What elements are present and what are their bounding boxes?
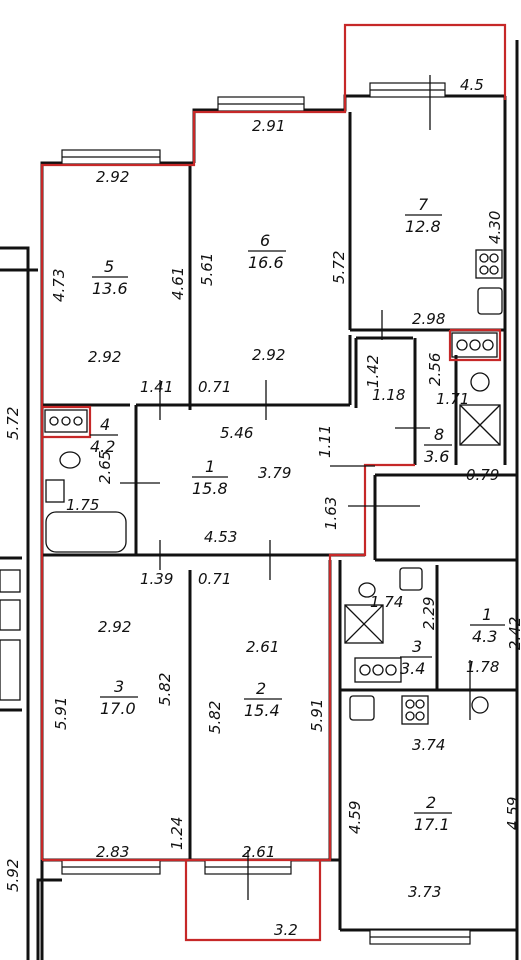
dim-label: 5.82	[206, 701, 224, 734]
room-1-label: 1 15.8	[192, 457, 228, 498]
windows	[61, 82, 471, 945]
room-area: 17.0	[100, 699, 136, 718]
room-number: 3	[412, 637, 422, 656]
dim-label: 0.79	[466, 466, 499, 484]
dim-label: 2.29	[420, 597, 438, 630]
room-area: 13.6	[92, 279, 128, 298]
dim-label: 2.56	[426, 353, 444, 386]
dim-label: 4.73	[50, 269, 68, 302]
room-number: 2	[426, 793, 436, 812]
dim-label: 5.91	[308, 699, 326, 732]
dim-label: 5.91	[52, 697, 70, 730]
dim-label: 3.74	[412, 736, 445, 754]
room-number: 5	[104, 257, 114, 276]
dim-label: 4.59	[346, 801, 364, 834]
dim-label: 2.92	[96, 168, 129, 186]
dim-label: 5.72	[4, 407, 22, 440]
room-number: 3	[114, 677, 124, 696]
room-area: 4.3	[472, 627, 497, 646]
room-area: 15.8	[192, 479, 228, 498]
dimension-ticks	[120, 75, 471, 900]
room-number: 2	[256, 679, 266, 698]
dim-label: 0.71	[198, 378, 231, 396]
neighbour-room-3-label: 3 3.4	[400, 637, 432, 678]
dim-label: 1.11	[316, 425, 334, 458]
dim-label: 2.65	[96, 451, 114, 484]
dim-label: 1.18	[372, 386, 405, 404]
room-number: 4	[100, 415, 110, 434]
room-area: 16.6	[248, 253, 284, 272]
dim-label: 2.83	[96, 843, 129, 861]
room-number: 6	[260, 231, 270, 250]
room-2-label: 2 15.4	[244, 679, 282, 720]
dim-label: 1.41	[140, 378, 173, 396]
room-6-label: 6 16.6	[248, 231, 286, 272]
dim-label: 5.92	[4, 859, 22, 892]
dim-label: 1.63	[322, 497, 340, 530]
room-number: 1	[482, 605, 492, 624]
room-area: 3.4	[400, 659, 425, 678]
dim-label: 2.92	[252, 346, 285, 364]
room-area: 12.8	[405, 217, 441, 236]
room-3-label: 3 17.0	[100, 677, 138, 718]
dim-label: 4.5	[460, 76, 484, 94]
room-number: 8	[434, 425, 444, 444]
dim-label: 1.78	[466, 658, 499, 676]
dim-label: 2.92	[98, 618, 131, 636]
dim-label: 4.61	[169, 267, 187, 300]
room-7-label: 7 12.8	[405, 195, 442, 236]
dim-label: 1.39	[140, 570, 173, 588]
dim-label: 5.46	[220, 424, 253, 442]
dim-label: 5.72	[330, 251, 348, 284]
dim-label: 2.61	[242, 843, 275, 861]
dim-label: 3.73	[408, 883, 441, 901]
dim-label: 4.30	[486, 211, 504, 244]
dim-label: 1.71	[436, 390, 469, 408]
room-area: 3.6	[424, 447, 449, 466]
dim-label: 3.2	[274, 921, 298, 939]
dim-label: 3.79	[258, 464, 291, 482]
room-5-label: 5 13.6	[92, 257, 128, 298]
neighbour-room-1-label: 1 4.3	[470, 605, 505, 646]
dim-label: 2.98	[412, 310, 445, 328]
dim-label: 1.42	[364, 355, 382, 388]
dim-label: 1.24	[168, 817, 186, 850]
apartment-boundary	[40, 23, 507, 942]
dim-label: 2.91	[252, 117, 285, 135]
dim-label: 1.75	[66, 496, 99, 514]
dim-label: 2.42	[506, 617, 521, 650]
room-area: 17.1	[414, 815, 450, 834]
dim-label: 5.82	[156, 673, 174, 706]
room-area: 15.4	[244, 701, 280, 720]
room-number: 7	[418, 195, 429, 214]
room-area: 4.2	[90, 437, 115, 456]
neighbour-room-2-label: 2 17.1	[414, 793, 452, 834]
dim-label: 4.59	[504, 797, 521, 830]
room-8-label: 8 3.6	[424, 425, 452, 466]
fixtures	[0, 249, 503, 725]
room-labels: 5 13.6 6 16.6 7 12.8 1 15.8 4 4.2 8 3.6	[90, 195, 505, 834]
room-number: 1	[205, 457, 215, 476]
dim-label: 2.61	[246, 638, 279, 656]
room-4-label: 4 4.2	[90, 415, 118, 456]
dim-label: 4.53	[204, 528, 237, 546]
dim-label: 2.92	[88, 348, 121, 366]
dim-label: 0.71	[198, 570, 231, 588]
dimension-labels: 4.5 2.91 2.92 4.73 4.61 5.61 5.72 4.30 2…	[4, 76, 521, 939]
dim-label: 5.61	[198, 253, 216, 286]
dim-label: 1.74	[370, 593, 403, 611]
